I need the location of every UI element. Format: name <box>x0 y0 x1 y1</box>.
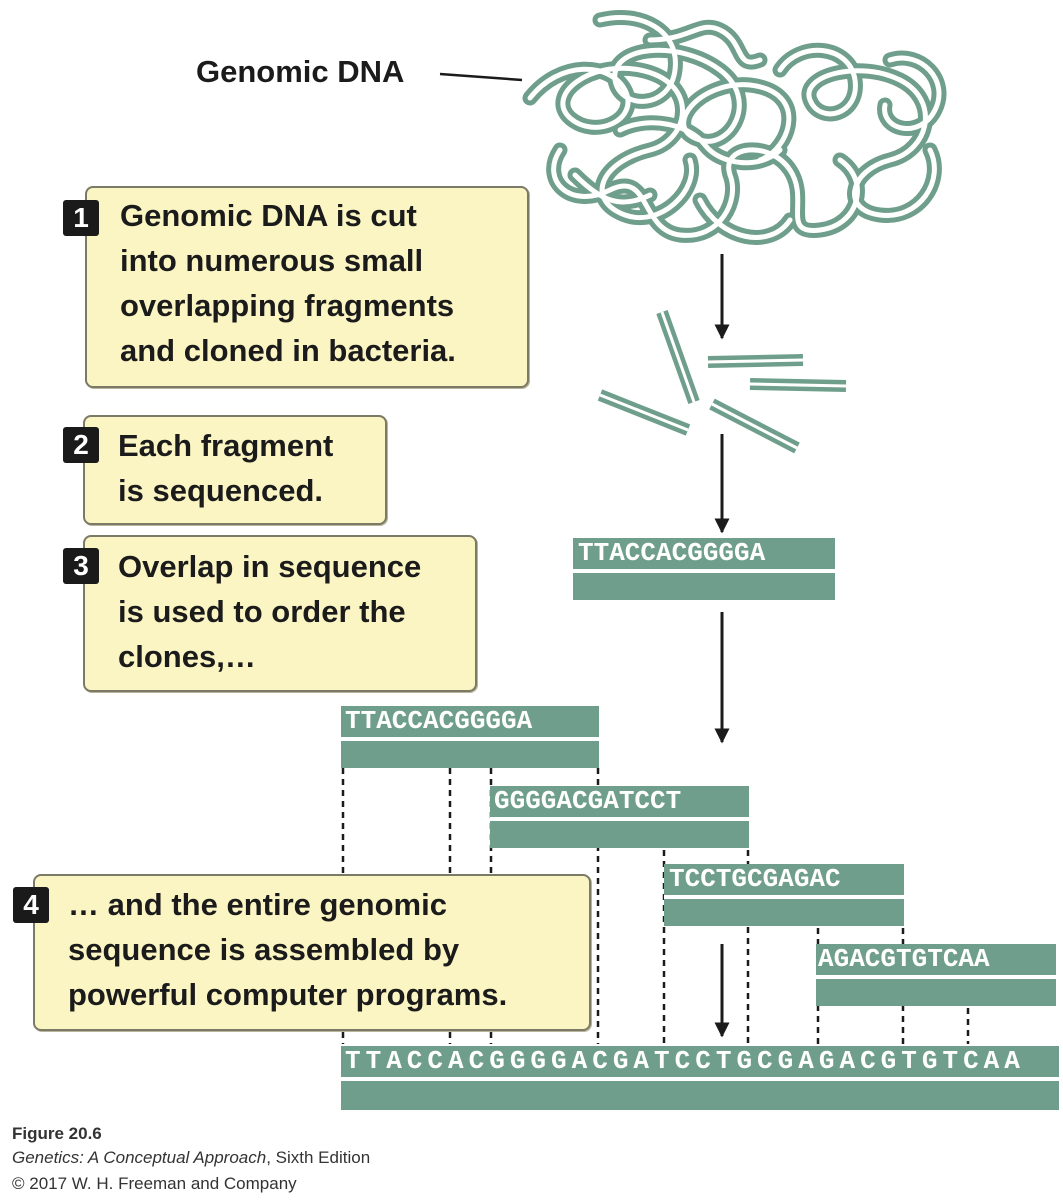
step-2-text: Each fragment is sequenced. <box>118 428 334 508</box>
sequenced-fragment-text: TTACCACGGGGA <box>578 538 766 568</box>
figure-number: Figure 20.6 <box>12 1124 102 1143</box>
label-leader-line <box>439 72 523 82</box>
fragment-3-bar: TCCTGCGAGAC <box>664 864 904 926</box>
book-citation: Genetics: A Conceptual Approach, Sixth E… <box>12 1146 370 1170</box>
step-3-number-badge: 3 <box>63 548 99 584</box>
step-1-number-badge: 1 <box>63 200 99 236</box>
step-4-number-badge: 4 <box>13 887 49 923</box>
fragment-3-text: TCCTGCGAGAC <box>669 864 841 894</box>
step-1-text: Genomic DNA is cut into numerous small o… <box>120 198 456 368</box>
copyright-line: © 2017 W. H. Freeman and Company <box>12 1174 297 1193</box>
step-3-box <box>83 535 477 692</box>
step-3-text: Overlap in sequence is used to order the… <box>118 549 422 674</box>
book-edition: , Sixth Edition <box>266 1148 371 1167</box>
fragment-2-bar: GGGGACGATCCT <box>490 786 749 848</box>
fragment-1-bar: TTACCACGGGGA <box>341 706 599 768</box>
dna-fragments-icon <box>597 309 847 454</box>
step-1-box <box>85 186 529 388</box>
sequenced-fragment-bar: TTACCACGGGGA <box>573 538 835 600</box>
step-4-text: … and the entire genomic sequence is ass… <box>68 887 508 1012</box>
step-4-box <box>33 874 591 1031</box>
fragment-4-text: AGACGTGTCAA <box>818 944 990 974</box>
fragment-4-bar: AGACGTGTCAA <box>816 944 1056 1006</box>
genomic-dna-tangle-icon <box>522 9 947 245</box>
fragment-1-text: TTACCACGGGGA <box>345 706 533 736</box>
genomic-dna-label: Genomic DNA <box>196 54 405 89</box>
fragment-2-text: GGGGACGATCCT <box>494 786 682 816</box>
step-2-box <box>83 415 387 525</box>
assembled-sequence-bar: TTACCACGGGGACGATCCTGCGAGACGTGTCAA <box>341 1046 1059 1110</box>
book-title: Genetics: A Conceptual Approach <box>12 1148 267 1167</box>
assembled-sequence-text: TTACCACGGGGACGATCCTGCGAGACGTGTCAA <box>345 1046 1025 1076</box>
step-2-number-badge: 2 <box>63 427 99 463</box>
